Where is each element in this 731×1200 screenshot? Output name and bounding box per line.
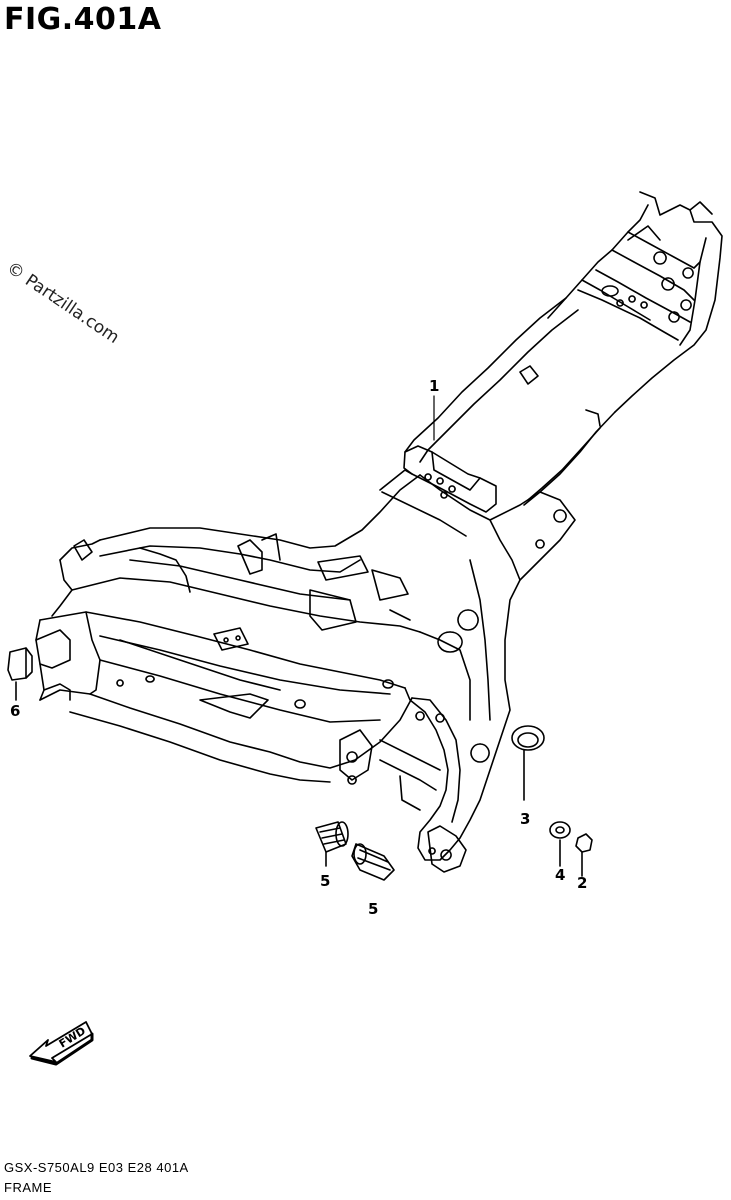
part-6-cap: [7, 647, 33, 701]
part-2-bolt: [575, 833, 593, 877]
part-5-spacer-b: [351, 843, 395, 881]
callout-2: 2: [577, 874, 588, 892]
fwd-arrow-icon: FWD: [29, 1021, 94, 1066]
main-frame: [35, 474, 576, 873]
callout-4: 4: [555, 866, 566, 884]
part-4-washer: [549, 821, 571, 867]
callout-3: 3: [520, 810, 531, 828]
part-5-spacer-a: [315, 821, 349, 867]
figure-title: FIG.401A: [4, 2, 162, 37]
model-code: GSX-S750AL9 E03 E28 401A: [4, 1160, 189, 1175]
part-3-bushing: [511, 725, 545, 801]
section-name: FRAME: [4, 1180, 52, 1195]
rear-subframe: [404, 191, 723, 506]
callout-5b: 5: [368, 900, 379, 918]
cross-member: [379, 445, 497, 537]
callout-5a: 5: [320, 872, 331, 890]
callout-1: 1: [429, 377, 440, 395]
callout-6: 6: [10, 702, 21, 720]
